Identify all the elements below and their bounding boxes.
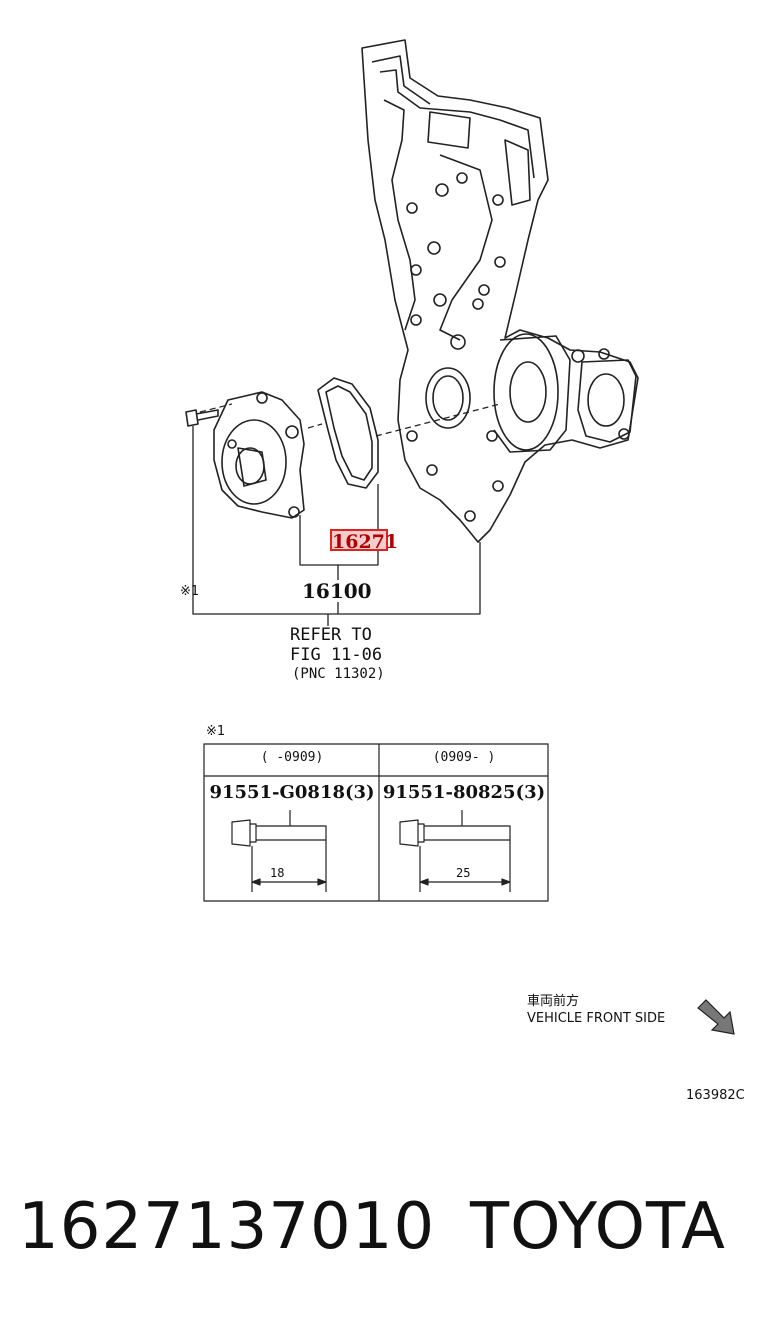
bolt-col2-length: 25 <box>456 866 471 880</box>
footer-part-number: 1627137010 <box>18 1190 436 1264</box>
bolt-col1-range: ( -0909) <box>260 750 324 765</box>
bolt-col1-part-number[interactable]: 91551-G0818(3) <box>209 782 375 803</box>
figure-code: 163982C <box>686 1088 745 1103</box>
orientation-label-jp: 車両前方 <box>527 994 580 1009</box>
table-note-mark: ※1 <box>206 724 226 739</box>
callout-16100[interactable]: 16100 <box>302 579 372 603</box>
water-pump-gasket <box>317 377 379 489</box>
bolt-col2-range: (0909- ) <box>432 750 496 765</box>
refer-line-2: FIG 11-06 <box>290 645 383 665</box>
note-mark: ※1 <box>180 584 200 599</box>
footer-brand: TOYOTA <box>470 1190 726 1264</box>
refer-line-1: REFER TO <box>290 625 372 645</box>
mounting-bolt <box>185 409 219 427</box>
front-direction-arrow-icon <box>697 999 735 1035</box>
callout-16271[interactable]: 16271 <box>330 529 399 553</box>
bolt-col1-length: 18 <box>270 866 285 880</box>
bolt-table-grid <box>203 743 549 902</box>
bolt-col2-part-number[interactable]: 91551-80825(3) <box>382 782 546 803</box>
timing-chain-cover <box>361 39 639 543</box>
water-pump-assembly <box>213 391 305 519</box>
refer-line-3: (PNC 11302) <box>292 666 385 682</box>
orientation-label-en: VEHICLE FRONT SIDE <box>527 1011 666 1026</box>
